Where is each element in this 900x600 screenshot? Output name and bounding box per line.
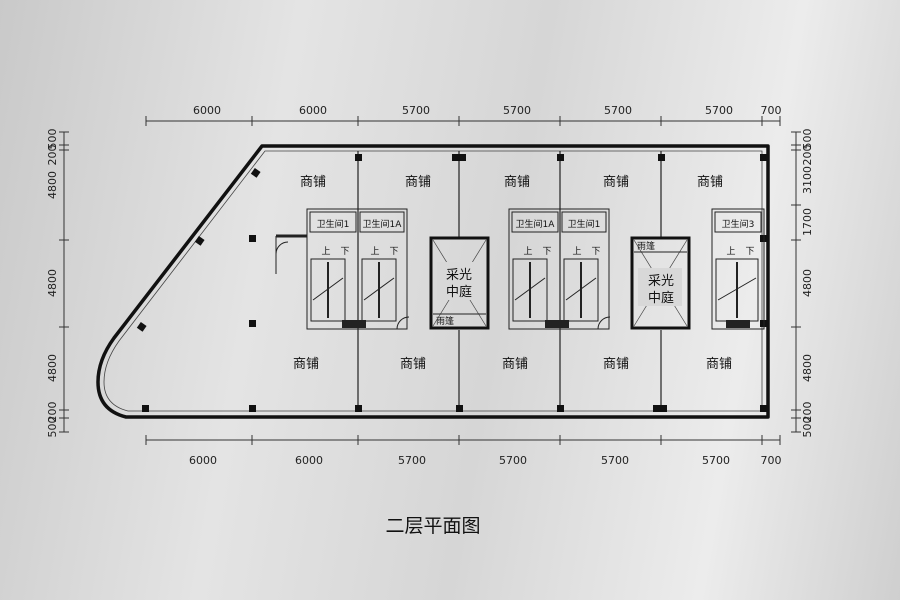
shop-label-top-1: 商铺 bbox=[300, 175, 326, 190]
building-outline bbox=[96, 144, 770, 419]
top-dim-1: 6000 bbox=[193, 104, 221, 117]
shop-label-bottom-2: 商铺 bbox=[400, 357, 426, 372]
left-dim-2: 200 bbox=[46, 145, 59, 166]
right-dimension-line bbox=[791, 131, 801, 433]
atrium-2-label-line2: 中庭 bbox=[648, 290, 674, 306]
atrium-1 bbox=[429, 236, 490, 330]
stair-down-1: 下 bbox=[340, 247, 349, 257]
right-dim-4: 1700 bbox=[801, 208, 814, 236]
stair-down-4: 下 bbox=[591, 247, 600, 257]
stair-down-3: 下 bbox=[542, 247, 551, 257]
top-dim-5: 5700 bbox=[604, 104, 632, 117]
top-dimension-line bbox=[145, 116, 781, 126]
toilet-label-5: 卫生间3 bbox=[722, 218, 755, 230]
atrium-1-label-line2: 中庭 bbox=[446, 284, 472, 300]
shop-label-bottom-3: 商铺 bbox=[502, 357, 528, 372]
toilet-label-2: 卫生间1A bbox=[363, 218, 403, 230]
left-dim-1: 500 bbox=[46, 129, 59, 150]
toilet-label-1: 卫生间1 bbox=[317, 218, 350, 230]
bottom-dim-4: 5700 bbox=[499, 454, 527, 467]
atrium-2-label-bg bbox=[638, 268, 682, 306]
shop-label-top-3: 商铺 bbox=[504, 175, 530, 190]
bottom-dim-1: 6000 bbox=[189, 454, 217, 467]
stair-up-5: 上 bbox=[726, 246, 735, 257]
left-dimension-line bbox=[59, 131, 69, 433]
atrium-1-canopy-label: 雨篷 bbox=[436, 315, 454, 327]
shop-label-top-2: 商铺 bbox=[405, 175, 431, 190]
stair-down-2: 下 bbox=[389, 247, 398, 257]
building-inner-line bbox=[103, 150, 763, 412]
shop-label-top-4: 商铺 bbox=[603, 175, 629, 190]
plan-title: 二层平面图 bbox=[385, 515, 480, 537]
shop-label-bottom-5: 商铺 bbox=[706, 357, 732, 372]
core-block-1 bbox=[275, 208, 410, 330]
bottom-dim-6: 5700 bbox=[702, 454, 730, 467]
left-dim-3: 4800 bbox=[46, 171, 59, 199]
grid-lines bbox=[357, 151, 662, 411]
top-dim-4: 5700 bbox=[503, 104, 531, 117]
right-dim-1: 500 bbox=[801, 129, 814, 150]
bottom-dim-3: 5700 bbox=[398, 454, 426, 467]
atrium-2-label-line1: 采光 bbox=[648, 274, 674, 289]
core-block-2 bbox=[508, 208, 611, 330]
right-dim-6: 4800 bbox=[801, 354, 814, 382]
bottom-dimension-line bbox=[145, 435, 781, 445]
core-1-threshold bbox=[342, 320, 366, 328]
left-dim-6: 200 bbox=[46, 402, 59, 423]
right-dim-2: 200 bbox=[801, 145, 814, 166]
right-dim-8: 500 bbox=[801, 417, 814, 438]
top-dim-3: 5700 bbox=[402, 104, 430, 117]
stair-down-5: 下 bbox=[745, 247, 754, 257]
left-dim-4: 4800 bbox=[46, 269, 59, 297]
top-dim-2: 6000 bbox=[299, 104, 327, 117]
shop-label-bottom-4: 商铺 bbox=[603, 357, 629, 372]
shop-label-bottom-1: 商铺 bbox=[293, 357, 319, 372]
top-dim-7: 700 bbox=[761, 104, 782, 117]
shop-label-top-5: 商铺 bbox=[697, 175, 723, 190]
atrium-2 bbox=[630, 236, 691, 330]
top-dim-6: 5700 bbox=[705, 104, 733, 117]
stair-up-4: 上 bbox=[572, 246, 581, 257]
atrium-2-canopy-label: 雨篷 bbox=[637, 240, 655, 252]
right-dim-3: 3100 bbox=[801, 166, 814, 194]
core-2-threshold bbox=[545, 320, 569, 328]
stair-up-3: 上 bbox=[523, 246, 532, 257]
left-dim-5: 4800 bbox=[46, 354, 59, 382]
toilet-label-4: 卫生间1 bbox=[568, 218, 601, 230]
bottom-dim-5: 5700 bbox=[601, 454, 629, 467]
bottom-dim-7: 700 bbox=[761, 454, 782, 467]
right-dim-5: 4800 bbox=[801, 269, 814, 297]
left-dim-7: 500 bbox=[46, 417, 59, 438]
atrium-1-label-bg bbox=[437, 262, 481, 300]
right-dim-7: 200 bbox=[801, 402, 814, 423]
stair-up-1: 上 bbox=[321, 246, 330, 257]
stair-up-2: 上 bbox=[370, 246, 379, 257]
core-3-threshold bbox=[726, 320, 750, 328]
bottom-dim-2: 6000 bbox=[295, 454, 323, 467]
atrium-1-label-line1: 采光 bbox=[446, 268, 472, 283]
toilet-label-3: 卫生间1A bbox=[516, 218, 556, 230]
